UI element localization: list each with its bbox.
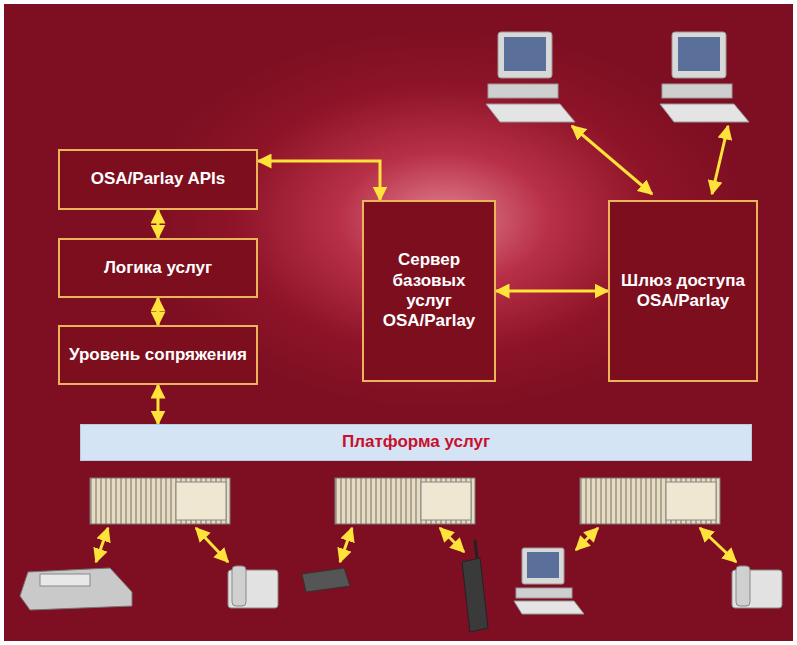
box-label: Шлюз доступа OSA/Parlay bbox=[618, 271, 748, 312]
computer-icon bbox=[660, 32, 749, 122]
phone-icon bbox=[228, 566, 278, 608]
phone-icon bbox=[732, 566, 782, 608]
connector-arrow bbox=[157, 298, 160, 325]
device-arrow bbox=[440, 528, 464, 552]
logic-box: Логика услуг bbox=[58, 238, 258, 298]
platform-band: Платформа услуг bbox=[80, 424, 752, 461]
connector-arrow bbox=[258, 161, 380, 200]
device-arrow bbox=[96, 528, 108, 562]
modem-icon bbox=[302, 568, 350, 592]
interface-box: Уровень сопряжения bbox=[58, 325, 258, 385]
connector-arrow bbox=[157, 385, 160, 424]
device-arrow bbox=[196, 528, 228, 562]
connector-arrow bbox=[157, 210, 160, 238]
device-arrow bbox=[576, 528, 598, 550]
box-label: Сервер базовых услуг OSA/Parlay bbox=[372, 250, 486, 332]
gateway-box: Шлюз доступа OSA/Parlay bbox=[608, 200, 758, 382]
fax-icon bbox=[20, 568, 132, 610]
mobile-phone-icon bbox=[462, 540, 488, 632]
box-label: Платформа услуг bbox=[342, 432, 490, 452]
access-arrow bbox=[712, 126, 728, 194]
box-label: OSA/Parlay APIs bbox=[91, 169, 226, 189]
computer-icon bbox=[486, 32, 575, 122]
api-box: OSA/Parlay APIs bbox=[58, 149, 258, 210]
switch-rack bbox=[580, 478, 720, 524]
access-arrow bbox=[572, 126, 652, 194]
switch-rack bbox=[335, 478, 475, 524]
device-arrow bbox=[340, 528, 352, 562]
device-arrow bbox=[700, 528, 736, 562]
connector-arrow bbox=[496, 290, 608, 293]
server-box: Сервер базовых услуг OSA/Parlay bbox=[362, 200, 496, 382]
box-label: Уровень сопряжения bbox=[69, 345, 247, 365]
computer-icon bbox=[514, 548, 584, 614]
box-label: Логика услуг bbox=[104, 258, 212, 278]
switch-rack bbox=[90, 478, 230, 524]
